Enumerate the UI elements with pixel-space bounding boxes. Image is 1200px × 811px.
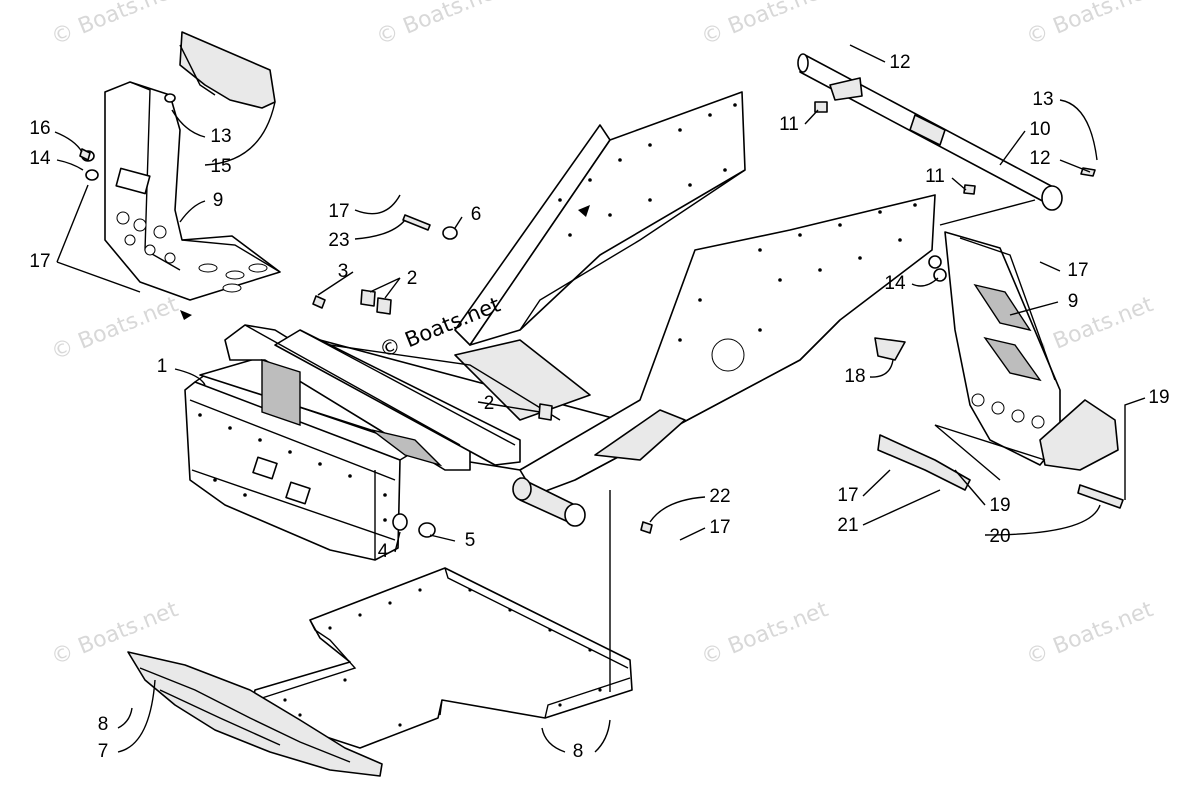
washers-4-5 <box>392 513 436 538</box>
clip-22 <box>640 521 653 534</box>
callout-label-3: 3 <box>338 261 349 282</box>
callout-label-23: 23 <box>328 230 349 251</box>
steering-post <box>797 53 1063 226</box>
callout-label-14: 14 <box>884 273 906 294</box>
watermark-text: © Boats.net <box>698 597 832 671</box>
callout-label-17: 17 <box>29 251 50 272</box>
belly-pan-rivets <box>283 588 602 727</box>
callout-label-7: 7 <box>98 741 109 762</box>
callout-label-17: 17 <box>837 485 858 506</box>
callout-label-19: 19 <box>989 495 1010 516</box>
callout-label-19: 19 <box>1148 387 1169 408</box>
right-brackets <box>877 434 1124 509</box>
callout-label-6: 6 <box>471 204 482 225</box>
callout-label-2: 2 <box>407 268 418 289</box>
callout-label-17: 17 <box>709 517 730 538</box>
callout-label-16: 16 <box>29 118 50 139</box>
callout-label-9: 9 <box>213 190 224 211</box>
callout-label-18: 18 <box>844 366 865 387</box>
left-footrest <box>104 31 281 320</box>
left-fasteners <box>79 93 176 181</box>
callout-label-4: 4 <box>378 541 389 562</box>
watermark-text: © Boats.net <box>48 292 182 366</box>
callout-label-21: 21 <box>837 515 858 536</box>
bushing-6 <box>442 226 458 240</box>
front-skid-plate <box>127 651 383 777</box>
callout-label-22: 22 <box>709 486 730 507</box>
axle-tube <box>512 477 586 527</box>
callout-label-11: 11 <box>925 166 945 187</box>
watermark-text: © Boats.net <box>1023 0 1157 51</box>
watermark-text: © Boats.net <box>373 0 507 51</box>
callout-label-13: 13 <box>210 126 231 147</box>
callout-label-9: 9 <box>1068 291 1079 312</box>
rail-rivets <box>558 103 917 342</box>
callout-label-2: 2 <box>484 393 495 414</box>
callout-label-12: 12 <box>1029 148 1050 169</box>
watermark-text: © Boats.net <box>48 0 182 51</box>
callout-label-11: 11 <box>779 114 799 135</box>
bulkhead-rivets <box>198 413 387 522</box>
right-footrest <box>874 231 1119 471</box>
leader-lines <box>54 44 1146 753</box>
callout-label-5: 5 <box>465 530 476 551</box>
callout-label-12: 12 <box>889 52 910 73</box>
callout-label-8: 8 <box>573 741 584 762</box>
pin-23 <box>402 214 431 231</box>
callout-label-13: 13 <box>1032 89 1053 110</box>
watermark-text: © Boats.net <box>698 0 832 51</box>
right-footrest-grip <box>973 283 1042 382</box>
blocks-2 <box>360 289 553 421</box>
belly-pan <box>249 567 633 749</box>
callout-label-10: 10 <box>1029 119 1050 140</box>
callout-label-17: 17 <box>1067 260 1088 281</box>
callout-label-14: 14 <box>29 148 51 169</box>
callout-label-8: 8 <box>98 714 109 735</box>
main-chassis <box>184 91 936 561</box>
bolt-3 <box>312 295 326 309</box>
callout-label-1: 1 <box>157 356 168 377</box>
watermark-text: © Boats.net <box>1023 597 1157 671</box>
callout-label-20: 20 <box>989 526 1010 547</box>
callout-label-15: 15 <box>210 156 231 177</box>
callout-label-17: 17 <box>328 201 349 222</box>
